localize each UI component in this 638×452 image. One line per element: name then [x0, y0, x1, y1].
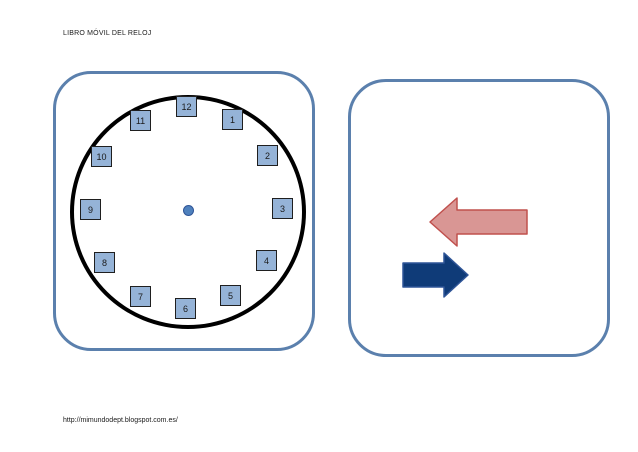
- page-title: LIBRO MÓVIL DEL RELOJ: [63, 30, 152, 37]
- clock-number-4: 4: [256, 250, 277, 271]
- clock-center-dot: [183, 205, 194, 216]
- clock-number-12: 12: [176, 96, 197, 117]
- clock-number-8: 8: [94, 252, 115, 273]
- clock-number-9: 9: [80, 199, 101, 220]
- clock-number-7: 7: [130, 286, 151, 307]
- clock-number-1: 1: [222, 109, 243, 130]
- left-arrow-icon: [429, 197, 528, 247]
- right-arrow-icon: [402, 252, 469, 298]
- clock-number-11: 11: [130, 110, 151, 131]
- clock-number-10: 10: [91, 146, 112, 167]
- clock-number-2: 2: [257, 145, 278, 166]
- source-url: http://mimundodept.blogspot.com.es/: [63, 417, 178, 424]
- clock-number-3: 3: [272, 198, 293, 219]
- clock-number-5: 5: [220, 285, 241, 306]
- clock-number-6: 6: [175, 298, 196, 319]
